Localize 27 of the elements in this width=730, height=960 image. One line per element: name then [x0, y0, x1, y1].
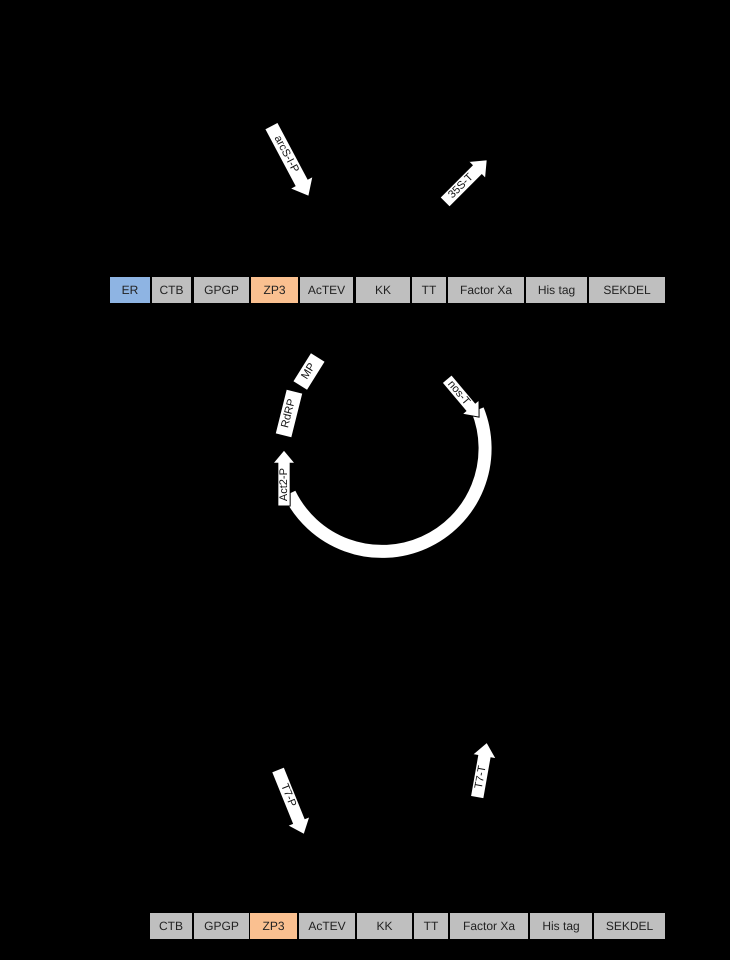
construct-segment: AcTEV [300, 277, 353, 303]
construct-segment: GPGP [194, 277, 249, 303]
construct-segment: Factor Xa [448, 277, 524, 303]
construct-segment: SEKDEL [589, 277, 665, 303]
construct-segment: ER [110, 277, 150, 303]
construct-segment: GPGP [194, 913, 249, 939]
element-label: Act2-P [278, 468, 290, 502]
element-label: RdRP [280, 397, 298, 429]
construct-segment: KK [356, 277, 410, 303]
construct-segment: ZP3 [250, 913, 297, 939]
construct-segment: CTB [150, 913, 192, 939]
gene-segment [275, 388, 303, 438]
construct-segment: TT [414, 913, 448, 939]
construct-segment: CTB [152, 277, 191, 303]
construct-segment: TT [412, 277, 446, 303]
construct-segment: His tag [526, 277, 587, 303]
element-label: MP [300, 361, 318, 381]
element-label: T7-T [473, 764, 488, 790]
construct-segment: Factor Xa [450, 913, 528, 939]
construct-segment: His tag [530, 913, 592, 939]
construct-segment: SEKDEL [594, 913, 665, 939]
element-label: T7-P [278, 782, 298, 808]
gene-segment [292, 352, 326, 390]
construct-segment: ZP3 [251, 277, 298, 303]
genetic-element-arrow [273, 450, 295, 506]
construct-segment: AcTEV [299, 913, 355, 939]
construct-segment: KK [357, 913, 412, 939]
